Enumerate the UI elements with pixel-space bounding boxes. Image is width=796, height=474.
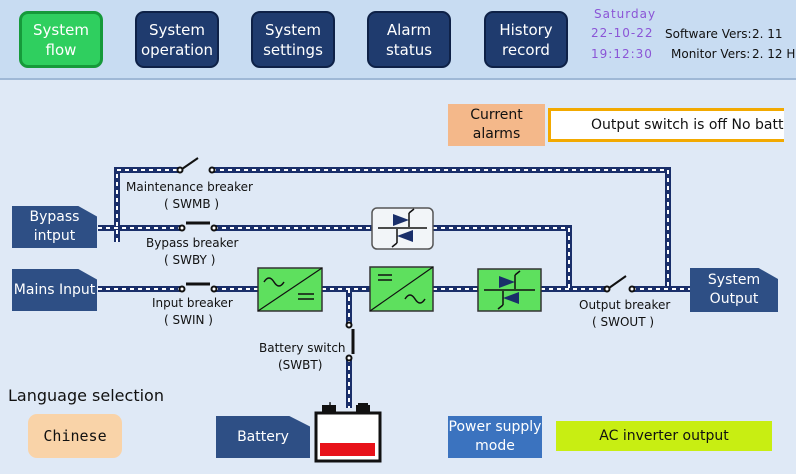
input-breaker-label: Input breaker <box>152 296 233 310</box>
maintenance-breaker-switch[interactable] <box>176 157 216 174</box>
rectifier-icon <box>257 267 323 312</box>
nav-alarm-status-button[interactable]: Alarm status <box>367 11 451 68</box>
static-bypass-switch-icon <box>371 207 434 250</box>
battery-switch[interactable] <box>345 321 355 362</box>
current-alarms-message: Output switch is off No battery <box>591 117 784 133</box>
svg-text:+: + <box>325 399 335 413</box>
maintenance-breaker-code: ( SWMB ) <box>164 197 220 211</box>
bypass-breaker-switch[interactable] <box>178 221 218 232</box>
current-alarms-title: Current alarms <box>448 104 545 146</box>
language-chinese-button[interactable]: Chinese <box>28 414 122 458</box>
battery-switch-code: (SWBT) <box>278 358 323 372</box>
static-inverter-switch-icon <box>477 268 542 312</box>
nav-system-flow-button[interactable]: System flow <box>19 11 103 68</box>
battery-switch-label: Battery switch <box>259 341 346 355</box>
nav-history-record-button[interactable]: History record <box>484 11 568 68</box>
current-alarms-text: Output switch is off No battery <box>548 108 784 142</box>
output-breaker-label: Output breaker <box>579 298 671 312</box>
clock-time: 19:12:30 <box>591 47 653 61</box>
power-supply-mode-label: Power supply mode <box>448 416 542 458</box>
nav-system-operation-button[interactable]: System operation <box>135 11 219 68</box>
clock-date: 22-10-22 <box>591 26 654 40</box>
maintenance-breaker-label: Maintenance breaker <box>126 180 253 194</box>
language-selection-title: Language selection <box>8 386 164 405</box>
input-breaker-switch[interactable] <box>178 282 218 293</box>
clock-day: Saturday <box>594 7 657 21</box>
software-version-value: 2. 11 <box>752 27 783 41</box>
monitor-version-value: 2. 12 H <box>752 47 796 61</box>
output-breaker-code: ( SWOUT ) <box>592 315 655 329</box>
bypass-breaker-code: ( SWBY ) <box>164 253 216 267</box>
monitor-version-label: Monitor Vers: <box>671 47 751 61</box>
battery-icon: + <box>314 399 382 463</box>
output-breaker-switch[interactable] <box>603 275 636 293</box>
mains-input-label: Mains Input <box>12 269 97 311</box>
system-output-label: System Output <box>690 268 778 312</box>
software-version-label: Software Vers: <box>665 27 752 41</box>
input-breaker-code: ( SWIN ) <box>164 313 213 327</box>
power-supply-mode-value: AC inverter output <box>556 421 772 451</box>
top-navigation-bar: System flow System operation System sett… <box>0 0 796 80</box>
nav-system-settings-button[interactable]: System settings <box>251 11 335 68</box>
bypass-breaker-label: Bypass breaker <box>146 236 239 250</box>
bypass-input-label: Bypass intput <box>12 206 97 248</box>
bus-lines <box>98 167 690 408</box>
inverter-icon <box>369 266 434 312</box>
battery-label: Battery <box>216 416 310 458</box>
